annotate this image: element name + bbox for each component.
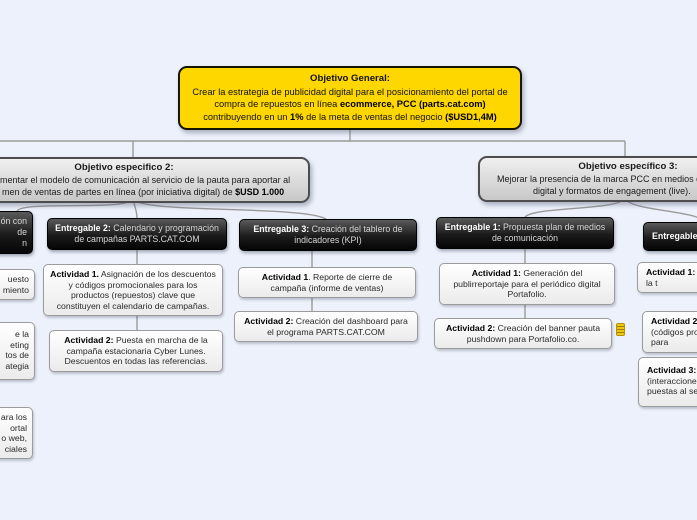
activity-left-stub-1-node[interactable]: uesto miento [0, 269, 35, 300]
activity-3-1-node[interactable]: Actividad 1. Reporte de cierre de campañ… [238, 267, 416, 298]
activity-right-stub-3-title: Actividad 3: [647, 365, 697, 375]
activity-3-2-label: Actividad 2: Creación del dashboard para… [244, 316, 408, 337]
note-icon[interactable] [616, 323, 625, 336]
activity-3-2-node[interactable]: Actividad 2: Creación del dashboard para… [234, 311, 418, 342]
activity-3-1-label: Actividad 1. Reporte de cierre de campañ… [261, 272, 393, 293]
activity-left-stub-3-line4: ciales [4, 443, 27, 454]
deliverable-2-label: Entregable 2: Calendario y programación … [55, 223, 219, 244]
deliverable-left-stub-line1: ón con [0, 216, 27, 226]
objective-2-line1: mentar el modelo de comunicación al serv… [0, 175, 291, 185]
deliverable-right-stub-node[interactable]: Entregable 2: [643, 222, 697, 251]
activity-left-stub-3-node[interactable]: ara los ortal o web, ciales [0, 407, 33, 459]
objective-3-line1: Mejorar la presencia de la marca PCC en … [497, 174, 697, 184]
deliverable-left-stub-line3: n [22, 238, 27, 248]
objective-general-text: Crear la estrategia de publicidad digita… [192, 86, 508, 122]
activity-left-stub-3-line1: ara los [0, 412, 27, 422]
activity-right-stub-1-node[interactable]: Actividad 1: la t [637, 262, 697, 293]
activity-right-stub-3-line1: (interaccione [647, 375, 697, 386]
activity-1-1-label: Actividad 1: Generación del publirreport… [453, 268, 601, 299]
deliverable-left-stub-node[interactable]: ón con de n [0, 211, 33, 254]
objective-3-line2: digital y formatos de engagement (live). [533, 186, 691, 196]
deliverable-left-stub-line2: de [17, 227, 27, 237]
activity-left-stub-3-line2: ortal [10, 422, 27, 433]
activity-right-stub-3-line2: puestas al ser [647, 386, 697, 396]
deliverable-1-node[interactable]: Entregable 1: Propuesta plan de medios d… [436, 217, 614, 249]
objective-3-title: Objetivo específico 3: [578, 161, 678, 172]
activity-2-2-node[interactable]: Actividad 2: Puesta en marcha de la camp… [49, 330, 223, 372]
objective-general-node[interactable]: Objetivo General: Crear la estrategia de… [178, 66, 522, 130]
activity-left-stub-2-line1: e la [14, 329, 29, 339]
activity-1-2-label: Actividad 2: Creación del banner pauta p… [445, 323, 601, 344]
activity-2-1-node[interactable]: Actividad 1. Asignación de los descuento… [43, 264, 223, 316]
activity-2-1-label: Actividad 1. Asignación de los descuento… [50, 269, 216, 311]
activity-left-stub-2-line4: ategia [5, 360, 29, 371]
activity-left-stub-2-line2: eting [10, 339, 29, 350]
activity-right-stub-1-title: Actividad 1: [646, 267, 696, 277]
objective-2-title: Objetivo especifico 2: [74, 162, 174, 173]
activity-1-1-node[interactable]: Actividad 1: Generación del publirreport… [439, 263, 615, 305]
activity-left-stub-3-line3: o web, [1, 433, 27, 443]
activity-left-stub-2-line3: tos de [5, 350, 29, 360]
objective-2-node[interactable]: Objetivo especifico 2: mentar el modelo … [0, 157, 310, 203]
objective-3-node[interactable]: Objetivo específico 3: Mejorar la presen… [478, 156, 697, 202]
activity-left-stub-1-line1: uesto [7, 274, 29, 284]
deliverable-right-stub-label: Entregable 2: [652, 231, 697, 241]
objective-2-line2: men de ventas de partes en línea (por in… [2, 187, 285, 197]
activity-left-stub-1-line2: miento [2, 284, 29, 295]
activity-right-stub-2-node[interactable]: Actividad 2: (códigos pro para [642, 311, 697, 353]
activity-2-2-label: Actividad 2: Puesta en marcha de la camp… [64, 335, 208, 366]
activity-right-stub-2-title: Actividad 2: [651, 316, 697, 326]
objective-general-title: Objetivo General: [310, 73, 390, 84]
deliverable-3-label: Entregable 3: Creación del tablero de in… [253, 224, 403, 245]
activity-left-stub-2-node[interactable]: e la eting tos de ategia [0, 322, 35, 380]
activity-right-stub-3-node[interactable]: Actividad 3: (interaccione puestas al se… [638, 357, 697, 407]
activity-right-stub-1-line1: la t [646, 277, 658, 288]
activity-1-2-node[interactable]: Actividad 2: Creación del banner pauta p… [434, 318, 612, 349]
deliverable-3-node[interactable]: Entregable 3: Creación del tablero de in… [239, 219, 417, 251]
activity-right-stub-2-line1: (códigos pro [651, 326, 697, 337]
deliverable-2-node[interactable]: Entregable 2: Calendario y programación … [47, 218, 227, 250]
deliverable-1-label: Entregable 1: Propuesta plan de medios d… [444, 222, 606, 243]
activity-right-stub-2-line2: para [651, 337, 669, 347]
